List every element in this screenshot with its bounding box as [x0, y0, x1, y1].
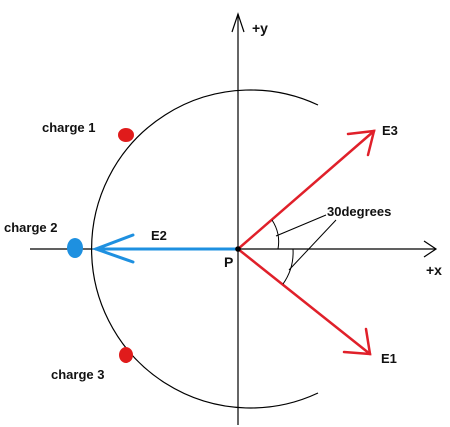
angle-leader-lower [288, 219, 337, 271]
e1-vector [236, 247, 372, 356]
angle-arc-upper [271, 219, 280, 250]
charge-2-label: charge 2 [4, 220, 57, 235]
charge-3-label: charge 3 [51, 367, 104, 382]
charge-1-label: charge 1 [42, 120, 95, 135]
e3-label: E3 [382, 123, 398, 138]
point-p-label: P [224, 254, 233, 270]
angle-arc-lower [282, 248, 294, 285]
charge-2-dot [67, 238, 83, 258]
e1-label: E1 [381, 351, 397, 366]
charge-3-dot [119, 347, 133, 363]
y-axis-label: +y [252, 20, 268, 36]
point-p-dot [235, 246, 241, 252]
angle-label: 30degrees [327, 204, 391, 219]
charge-1-dot [118, 128, 134, 142]
charge-circle-arc [91, 89, 319, 409]
e3-vector [236, 129, 376, 251]
y-axis [231, 12, 245, 425]
angle-leader-upper [275, 214, 327, 237]
x-axis-label: +x [426, 262, 442, 278]
e2-label: E2 [151, 228, 167, 243]
e2-vector [91, 233, 240, 264]
